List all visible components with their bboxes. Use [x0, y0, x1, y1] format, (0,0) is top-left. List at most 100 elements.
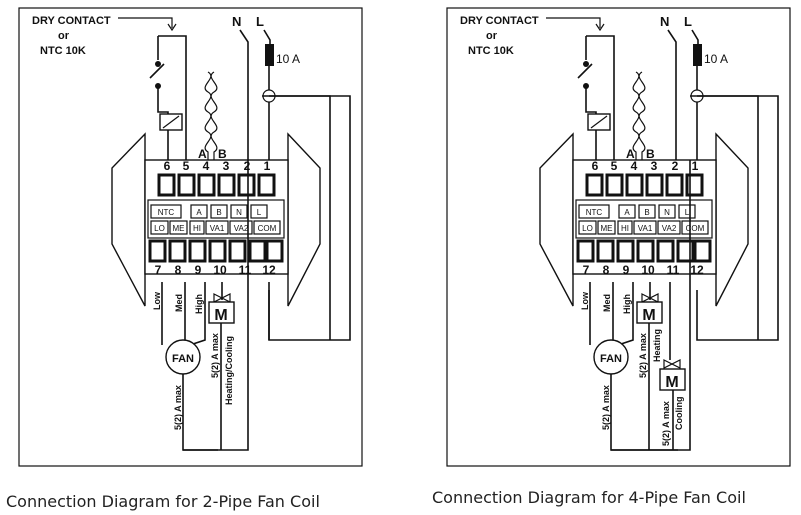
neutral-bus — [183, 160, 249, 451]
label-box — [578, 220, 597, 235]
heating-valve-rating: 5(2) A max — [638, 333, 648, 378]
label-row-2: LO ME HI VA1 VA2 COM — [578, 220, 709, 235]
sensor-label-line2: or — [486, 30, 498, 42]
fan-wire-low-label: Low — [580, 291, 590, 310]
terminal-block — [248, 239, 267, 263]
label-box — [633, 220, 657, 235]
label-box — [210, 204, 228, 219]
live-wire-top — [691, 29, 699, 44]
bus-b-label: B — [646, 147, 655, 161]
fuse-rating: 10 A — [276, 52, 300, 66]
terminal-number: 8 — [175, 263, 182, 277]
terminal-number: 2 — [672, 159, 679, 173]
terminal-block — [157, 173, 176, 197]
label-box — [189, 220, 205, 235]
valve-rating: 5(2) A max — [210, 333, 220, 378]
terminal-block — [616, 239, 635, 263]
label-box — [678, 204, 696, 219]
valve-label: M — [214, 307, 227, 324]
terminal-block — [585, 173, 604, 197]
body-right-wing — [287, 132, 321, 307]
terminal-block — [217, 173, 236, 197]
terminal-block — [645, 173, 664, 197]
top-terminal-numbers: 6 5 4 3 2 1 — [164, 159, 271, 173]
label-me: ME — [601, 224, 613, 233]
terminal-block — [625, 173, 644, 197]
terminal-block — [237, 173, 256, 197]
fan-wire-high — [189, 282, 206, 346]
terminal-number: 1 — [692, 159, 699, 173]
fan-label: FAN — [172, 353, 194, 365]
sensor-label-line2: or — [58, 30, 70, 42]
label-com: COM — [686, 224, 705, 233]
label-box — [578, 204, 610, 219]
terminal-number: 1 — [264, 159, 271, 173]
terminal-block — [665, 173, 684, 197]
neutral-wire — [667, 29, 677, 160]
fan-neutral-wire — [182, 374, 218, 451]
fuse-icon — [693, 44, 702, 66]
terminal-number: 4 — [631, 159, 638, 173]
terminal-number: 11 — [667, 263, 680, 277]
neutral-bus — [611, 160, 691, 451]
cooling-valve-label: M — [665, 374, 678, 391]
terminal-number: 10 — [641, 263, 655, 277]
label-box — [638, 204, 656, 219]
label-n: N — [236, 208, 242, 217]
twisted-pair-icon — [632, 71, 640, 160]
label-lo: LO — [154, 224, 165, 233]
terminal-number: 3 — [223, 159, 230, 173]
terminal-block — [605, 173, 624, 197]
cooling-valve-function: Cooling — [674, 397, 684, 431]
label-box — [190, 204, 208, 219]
valve-icon — [641, 293, 659, 303]
label-box — [229, 220, 253, 235]
label-hi: HI — [621, 224, 629, 233]
bottom-terminal-blocks — [148, 239, 284, 263]
label-row-1: NTC A B N L — [150, 204, 268, 219]
terminal-number: 7 — [583, 263, 590, 277]
terminal-number: 6 — [592, 159, 599, 173]
terminal-number: 2 — [244, 159, 251, 173]
label-va1: VA1 — [638, 224, 653, 233]
arrow-head-icon — [595, 23, 605, 32]
terminal-block — [257, 173, 276, 197]
fan-rating: 5(2) A max — [601, 385, 611, 430]
label-box — [169, 220, 188, 235]
switch-contact-icon — [583, 61, 589, 67]
terminal-block — [197, 173, 216, 197]
heating-valve-label: M — [642, 307, 655, 324]
label-l: L — [257, 208, 262, 217]
label-box — [657, 220, 681, 235]
terminal-block — [208, 239, 227, 263]
fuse-rating: 10 A — [704, 52, 728, 66]
sensor-pointer-arrow — [118, 17, 173, 28]
bus-a-label: A — [626, 147, 635, 161]
terminal-block — [188, 239, 207, 263]
fan-wire-high-label: High — [622, 294, 632, 314]
fuse-icon — [265, 44, 274, 66]
sensor-label-line3: NTC 10K — [40, 45, 86, 57]
neutral-wire — [239, 29, 249, 160]
label-va2: VA2 — [234, 224, 249, 233]
body-left-wing — [111, 132, 146, 307]
live-wire-top — [263, 29, 271, 44]
terminal-block — [168, 239, 187, 263]
diagram-frame — [446, 7, 791, 467]
label-com: COM — [258, 224, 277, 233]
label-l: L — [685, 208, 690, 217]
terminal-block — [636, 239, 655, 263]
label-box — [150, 220, 169, 235]
fan-rating: 5(2) A max — [173, 385, 183, 430]
label-box — [658, 204, 676, 219]
label-box — [618, 204, 636, 219]
bus-b-label: B — [218, 147, 227, 161]
sensor-wire-a — [158, 35, 187, 160]
sensor-label-line1: DRY CONTACT — [460, 15, 539, 27]
heating-valve-function: Heating — [652, 329, 662, 362]
label-ntc: NTC — [158, 208, 175, 217]
label-hi: HI — [193, 224, 201, 233]
twisted-pair-icon — [204, 71, 212, 160]
label-lo: LO — [582, 224, 593, 233]
